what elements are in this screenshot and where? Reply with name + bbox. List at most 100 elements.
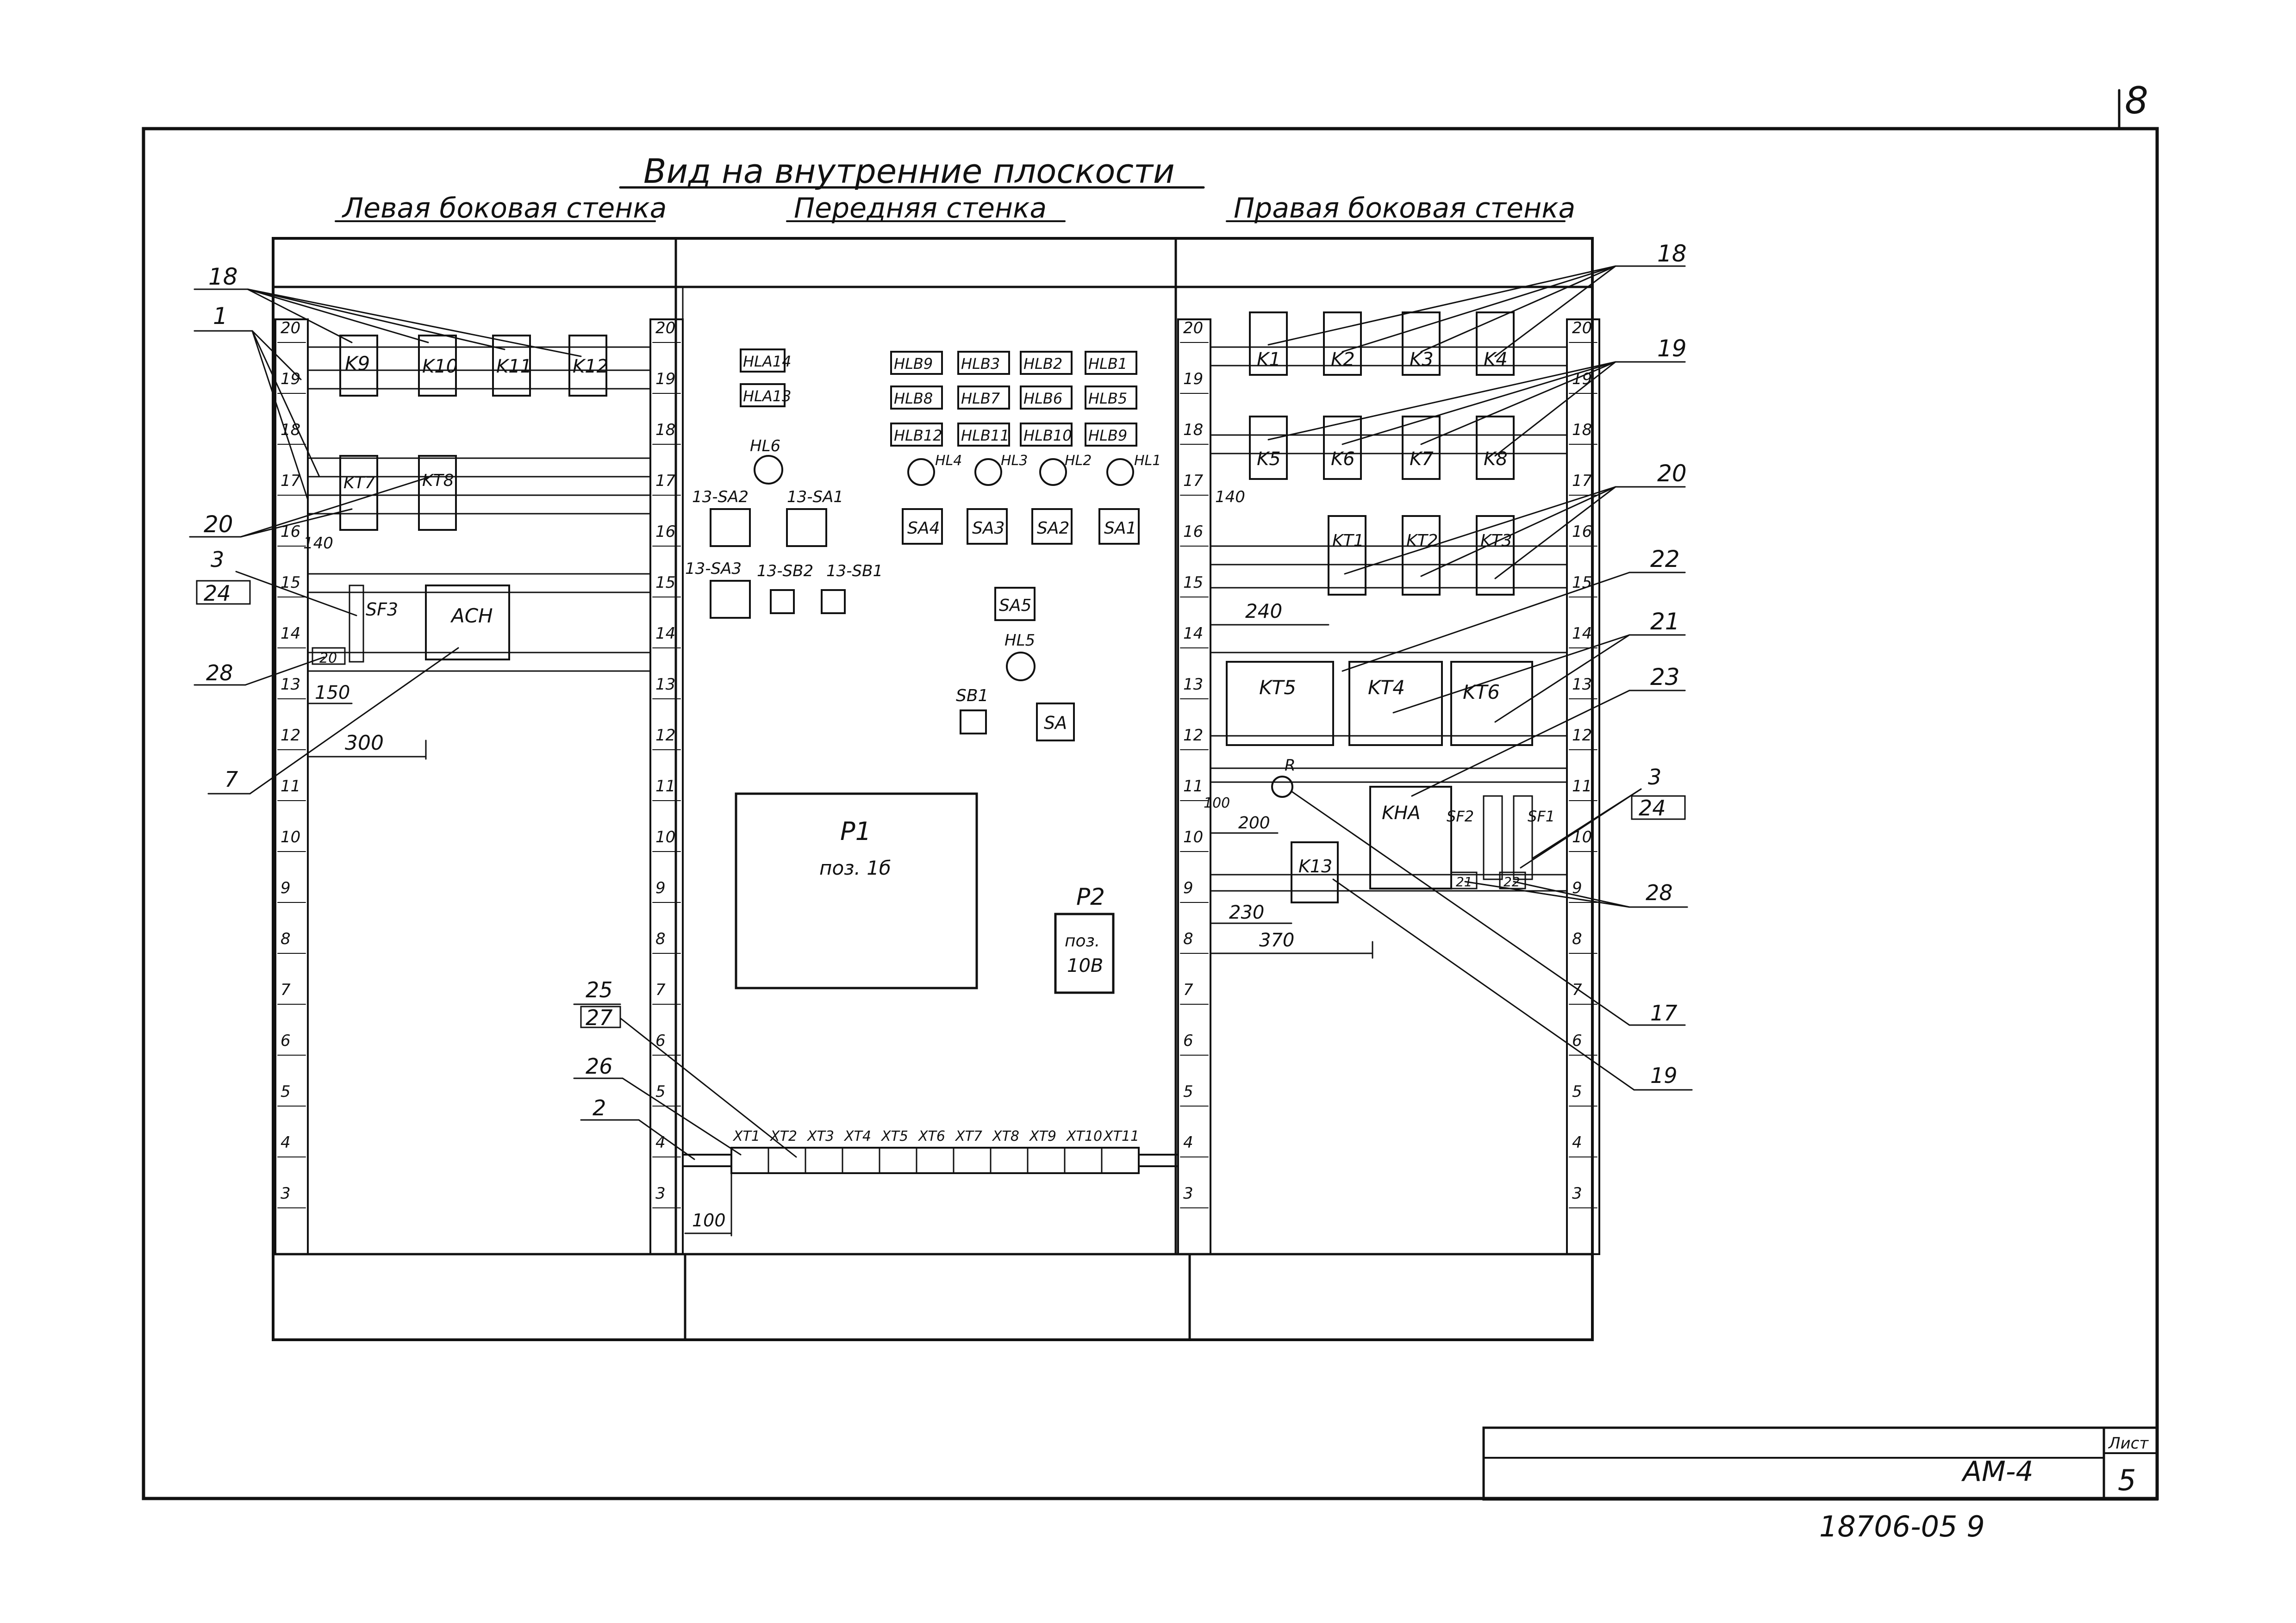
svg-text:KT8: KT8 (422, 471, 454, 490)
lamp-hlb-label: HLB2 (1023, 355, 1062, 373)
xt-label: XT2 (769, 1128, 797, 1144)
timer-kt8: KT8 (418, 455, 457, 531)
scale-tick-label: 7 (281, 981, 291, 999)
callout-3-left: 3 (211, 547, 224, 572)
lamp-hlb (1085, 423, 1137, 447)
callout-17: 17 (1650, 1001, 1678, 1026)
breaker-sf2: SF2 (1447, 795, 1503, 880)
scale-tick-label: 4 (655, 1133, 666, 1152)
lamp-hlb-label: HLB8 (894, 390, 933, 407)
svg-text:поз. 1б: поз. 1б (819, 857, 891, 879)
svg-text:HL1: HL1 (1134, 453, 1161, 469)
scale-tick-label: 12 (655, 726, 675, 745)
callout-28-right: 28 (1646, 880, 1673, 905)
svg-text:поз.: поз. (1065, 932, 1100, 951)
dim-200: 200 (1238, 814, 1270, 833)
callout-23: 23 (1650, 664, 1680, 690)
terminal-21: 21 (1450, 871, 1478, 889)
switch-sa2: SA2 (1031, 508, 1073, 545)
scale-tick-label: 5 (1183, 1082, 1193, 1101)
callout-28-left: 28 (206, 660, 233, 685)
svg-text:HL6: HL6 (750, 437, 780, 455)
dim-370: 370 (1259, 930, 1294, 951)
scale-tick-label: 16 (655, 522, 675, 541)
stamp-sheet-label: Лист (2108, 1434, 2149, 1453)
scale-tick-label: 20 (1183, 319, 1203, 337)
timer-kt4: KT4 (1348, 661, 1443, 746)
scale-tick-label: 5 (281, 1082, 291, 1101)
dim-100-right: 100 (1204, 795, 1230, 811)
callout-2: 2 (593, 1095, 606, 1120)
scale-tick-label: 7 (1183, 981, 1193, 999)
scale-tick-label: 16 (1572, 522, 1592, 541)
scale-tick-label: 19 (655, 370, 675, 388)
callout-22: 22 (1650, 546, 1680, 572)
callout-26: 26 (586, 1054, 613, 1079)
svg-text:HLA13: HLA13 (743, 387, 792, 405)
switch-sa1: SA1 (1098, 508, 1140, 545)
svg-text:SF3: SF3 (366, 599, 398, 620)
callout-19-right: 19 (1657, 335, 1687, 362)
scale-tick-label: 11 (655, 777, 675, 796)
resistor-r: R (1271, 756, 1296, 798)
xt-label: XT9 (1029, 1128, 1056, 1144)
relay-k4: K4 (1476, 311, 1515, 376)
dim-140-left: 140 (303, 534, 333, 553)
scale-tick-label: 11 (281, 777, 300, 796)
relay-k3: K3 (1402, 311, 1441, 376)
svg-text:SB1: SB1 (956, 686, 988, 705)
svg-text:K5: K5 (1257, 448, 1281, 470)
svg-text:KT1: KT1 (1332, 531, 1364, 550)
svg-text:KT2: KT2 (1406, 531, 1438, 550)
dim-230: 230 (1229, 902, 1264, 923)
dim-300: 300 (345, 731, 384, 755)
scale-tick-label: 17 (1572, 472, 1592, 490)
svg-text:K9: K9 (345, 352, 370, 375)
scale-tick-label: 3 (1572, 1184, 1582, 1203)
svg-text:K6: K6 (1331, 448, 1355, 470)
scale-tick-label: 20 (1572, 319, 1592, 337)
dim-150: 150 (315, 682, 350, 703)
scale-tick-label: 4 (1183, 1133, 1193, 1152)
relay-k1: K1 (1249, 311, 1288, 376)
svg-text:13-SA1: 13-SA1 (787, 488, 843, 506)
callout-1: 1 (213, 303, 228, 330)
scale-tick-label: 14 (1572, 624, 1592, 643)
xt-label: XT7 (955, 1128, 982, 1144)
switch-13-sb1: 13-SB1 (821, 562, 883, 614)
lamp-hlb-label: HLB6 (1023, 390, 1062, 407)
switch-13-sa3: 13-SA3 (685, 560, 751, 619)
scale-tick-label: 3 (281, 1184, 291, 1203)
svg-text:K3: K3 (1410, 349, 1434, 370)
callout-18-right: 18 (1657, 240, 1687, 267)
relay-k12: K12 (568, 335, 608, 397)
svg-text:SA2: SA2 (1037, 519, 1069, 538)
scale-tick-label: 10 (281, 828, 300, 846)
callout-25: 25 (586, 977, 613, 1002)
dim-100: 100 (692, 1210, 726, 1231)
svg-text:KT4: KT4 (1368, 676, 1405, 699)
svg-text:SA3: SA3 (972, 519, 1004, 538)
svg-text:ACH: ACH (450, 604, 493, 627)
lamp-hlb (957, 351, 1010, 375)
scale-tick-label: 16 (281, 522, 300, 541)
scale-tick-label: 17 (1183, 472, 1204, 490)
lamp-hl3: HL3 (974, 453, 1028, 486)
svg-text:10В: 10В (1067, 955, 1103, 976)
svg-text:SF2: SF2 (1447, 808, 1474, 825)
relay-k11: K11 (492, 335, 532, 397)
scale-tick-label: 5 (655, 1082, 666, 1101)
lamp-hlb (957, 386, 1010, 410)
switch-13-sa2: 13-SA2 (692, 488, 751, 547)
scale-tick-label: 17 (281, 472, 301, 490)
svg-text:KHA: KHA (1382, 802, 1421, 824)
lamp-hlb (890, 423, 943, 447)
svg-text:SA5: SA5 (999, 596, 1031, 615)
relay-k8: K8 (1476, 416, 1515, 480)
sheet-mark: 8 (2125, 79, 2148, 122)
callout-21: 21 (1650, 608, 1680, 635)
svg-text:K11: K11 (496, 356, 532, 377)
lamp-hla13: HLA13 (740, 383, 792, 407)
